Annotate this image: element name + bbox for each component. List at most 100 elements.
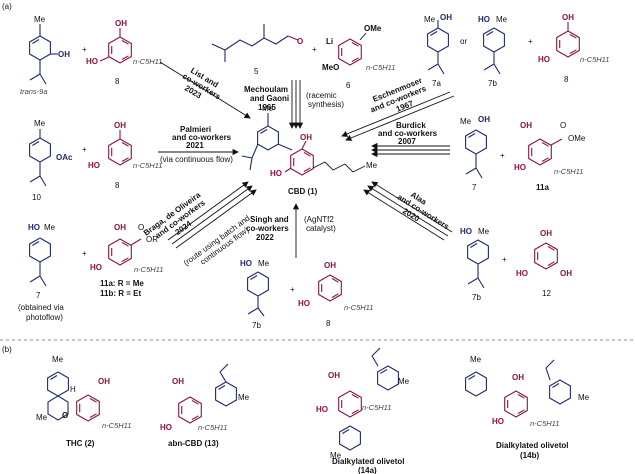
abn-pentyl: n-C5H11: [198, 423, 227, 432]
terpene-7b-bottom-label: 7b: [252, 321, 261, 330]
terpene-7a-label: 7a: [432, 79, 441, 88]
cbd-ho-bottom: HO: [270, 169, 282, 178]
terpene-7b-right-label: 7b: [472, 293, 481, 302]
c12-oh: OH: [560, 269, 572, 278]
c6-meo: MeO: [322, 63, 339, 72]
list-arrow: [159, 61, 251, 119]
d14b-me1: Me: [470, 355, 482, 364]
thc-h: H: [70, 385, 76, 394]
d14b-oh: OH: [512, 373, 524, 382]
thc-o: O: [62, 411, 68, 420]
panel-label-b: (b): [2, 345, 12, 354]
alaa-arrow-3: [363, 189, 445, 241]
thc-me: Me: [52, 355, 64, 364]
terpene-7b-bottom-structure: HO Me 7b: [240, 259, 270, 330]
racemic-l1: (racemic: [306, 91, 337, 100]
c7-note-2: photoflow): [26, 313, 63, 322]
terpene-7a-structure: OH Me 7a: [424, 13, 452, 88]
ol8-pentyl: n-C5H11: [133, 57, 162, 66]
c6-ome: OMe: [364, 24, 382, 33]
d14b-pentyl: n-C5H11: [530, 419, 559, 428]
c7l-me: Me: [44, 223, 56, 232]
list-route-label: List and co-workers 2023: [181, 66, 223, 102]
olivetol-8-mid: OH HO n-C5H11 8: [88, 121, 162, 190]
c7-note-1: (obtained via: [18, 303, 64, 312]
ol8b-oh: OH: [324, 261, 336, 270]
terpene-7b-right-structure: HO Me 7b: [460, 227, 490, 302]
c7r-oh: OH: [478, 115, 490, 124]
olivetol-8-right: OH HO n-C5H11 8: [538, 13, 609, 84]
ol8-ho: HO: [86, 57, 98, 66]
c6-li: Li: [326, 37, 333, 46]
c5-o: O: [297, 37, 303, 46]
c11-oh: OH: [114, 223, 126, 232]
terpene-7b-top-label: 7b: [488, 79, 497, 88]
singh-l1: Singh and: [250, 215, 289, 224]
d14a-me2: Me: [330, 451, 342, 460]
ol8m-pentyl: n-C5H11: [133, 161, 162, 170]
racemic-l2: synthesis): [308, 100, 344, 109]
olivetol-8-bottom: OH HO n-C5H11 8: [298, 261, 373, 328]
ester-11b-def: 11b: R = Et: [100, 289, 141, 298]
olivetol-8-label: 8: [115, 77, 120, 86]
terpene-7-left-label: 7: [36, 291, 41, 300]
d14b-ho: HO: [492, 417, 504, 426]
citral-5-label: 5: [254, 67, 259, 76]
abn-ho: HO: [160, 423, 172, 432]
ol8-oh: OH: [115, 19, 127, 28]
eschen-arrow-2: [345, 95, 455, 141]
citral-5-structure: O 5: [211, 24, 303, 76]
c11a-ho: HO: [514, 163, 526, 172]
alaa-arrow-2: [367, 185, 449, 237]
thc-pentyl: n-C5H11: [102, 421, 131, 430]
plus-sign: +: [82, 45, 87, 54]
ol8m-ho: HO: [88, 161, 100, 170]
d14a-label-2: (14a): [358, 466, 377, 474]
d14a-label-1: Dialkylated olivetol: [332, 457, 404, 466]
c7b-me: Me: [496, 15, 508, 24]
ol8r-ho: HO: [538, 55, 550, 64]
braga-arrow-3: [175, 189, 257, 249]
terpene-7-left-structure: HO Me 7 (obtained via photoflow): [18, 223, 64, 322]
cbd-me-label: Me: [262, 104, 274, 113]
panel-label-a: (a): [2, 2, 12, 11]
burdick-l3: 2007: [398, 137, 416, 146]
c7bb-me: Me: [258, 259, 270, 268]
terpene-7-right-structure: OH Me 7: [460, 115, 490, 192]
ol8r-oh: OH: [562, 13, 574, 22]
cbd-structure: Me OH HO Me CBD (1): [241, 104, 378, 196]
c11-o: O: [138, 223, 144, 232]
c7r-me: Me: [460, 117, 472, 126]
thc-label: THC (2): [66, 439, 95, 448]
c7bb-ho: HO: [240, 259, 252, 268]
d14a-pentyl: n-C5H11: [362, 403, 391, 412]
alaa-route-label: Alaa and co-workers 2020: [396, 190, 451, 232]
d14b-label-1: Dialkylated olivetol: [496, 441, 568, 450]
ol8r-pentyl: n-C5H11: [580, 55, 609, 64]
burdick-l2: and co-workers: [378, 129, 438, 138]
c12-oh-top: OH: [540, 229, 552, 238]
t9a-me: Me: [34, 15, 46, 24]
agntf-l2: catalyst): [306, 224, 336, 233]
dialkylated-olivetol-14a-structure: Me OH HO n-C5H11 Me Dialkylated olivetol…: [316, 347, 410, 474]
c6-pentyl: n-C5H11: [366, 63, 395, 72]
c11a-pentyl: n-C5H11: [554, 167, 583, 176]
olivetol-8-right-label: 8: [564, 75, 569, 84]
dialkylated-olivetol-14b-structure: Me OH HO n-C5H11 Me Dialkylated olivetol…: [465, 355, 590, 460]
abn-cbd-label: abn-CBD (13): [168, 439, 219, 448]
palmieri-l2: and co-workers: [172, 133, 232, 142]
c11a-oh: OH: [520, 121, 532, 130]
phloroglucinol-12-structure: OH HO OH 12: [516, 229, 572, 298]
eschen-arrow-1: [341, 91, 451, 137]
thc-structure: Me H O Me OH n-C5H11 THC (2): [36, 355, 131, 448]
eschen-route-label: Eschenmoser and co-workers 1967: [369, 76, 428, 115]
cbd-oh-top: OH: [300, 133, 312, 142]
c7br-me: Me: [478, 227, 490, 236]
ol8m-oh: OH: [114, 121, 126, 130]
c7b-ho: HO: [478, 15, 490, 24]
plus-sign-4: +: [82, 145, 87, 154]
thc-me2: Me: [36, 413, 48, 422]
palmieri-l3: 2021: [186, 141, 204, 150]
ester-11a-structure: OH O OMe HO n-C5H11 11a: [514, 121, 586, 192]
